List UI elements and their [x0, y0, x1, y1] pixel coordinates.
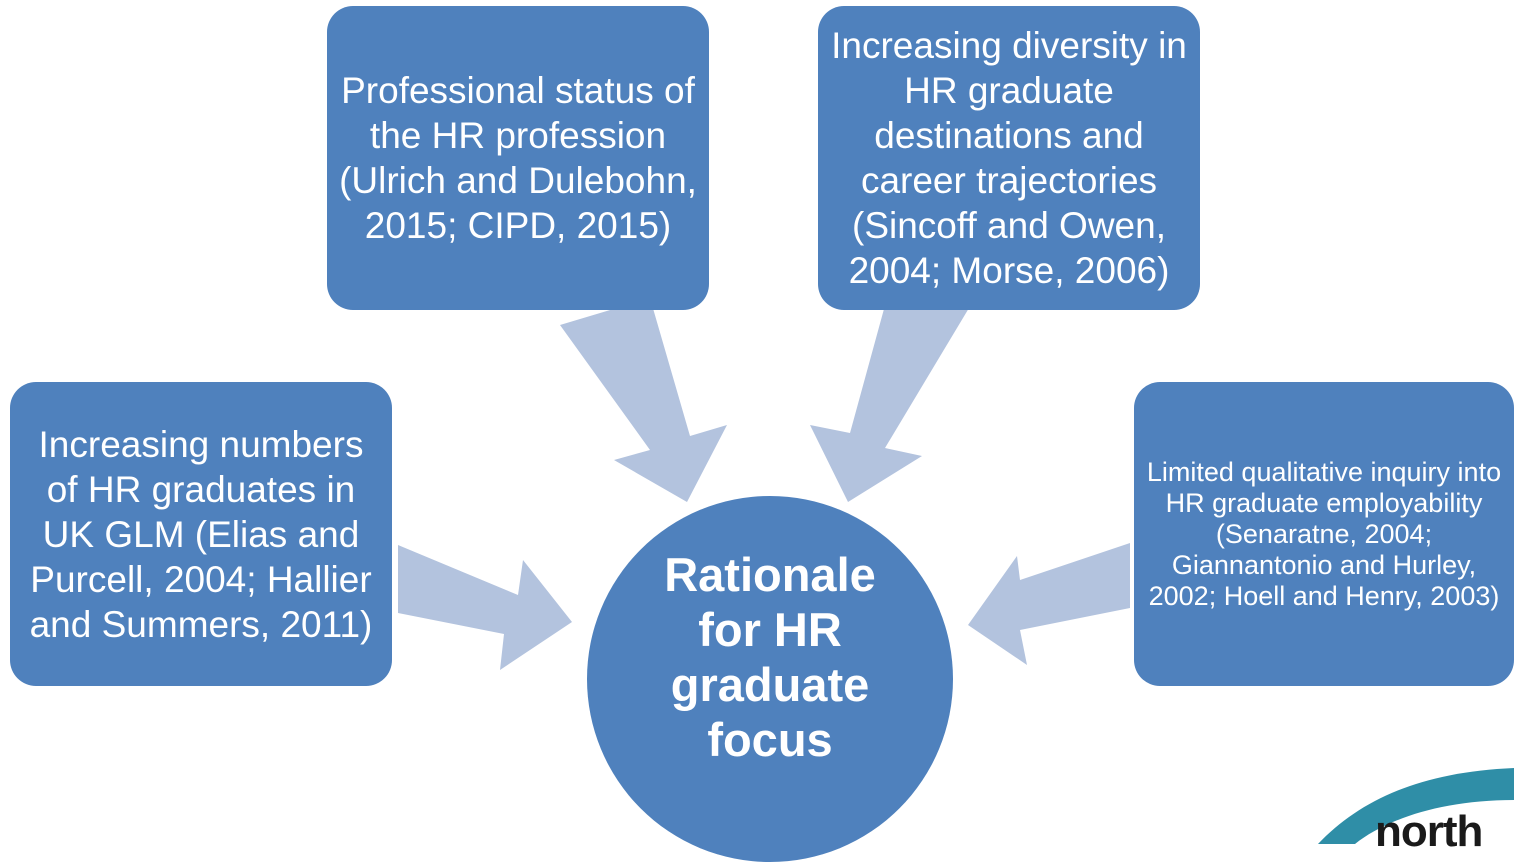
center-circle-label: Rationale for HR graduate focus	[664, 548, 876, 766]
arrow-top-right	[810, 298, 975, 502]
arrow-right	[968, 543, 1130, 665]
factor-box-professional-status: Professional status of the HR profession…	[327, 6, 709, 310]
factor-box-qualitative-inquiry-text: Limited qualitative inquiry into HR grad…	[1146, 456, 1502, 611]
factor-box-professional-status-text: Professional status of the HR profession…	[339, 70, 697, 246]
arrow-top-left	[560, 298, 727, 502]
factor-box-graduate-numbers-text: Increasing numbers of HR graduates in UK…	[29, 423, 373, 645]
factor-box-qualitative-inquiry: Limited qualitative inquiry into HR grad…	[1134, 382, 1514, 686]
logo-swoosh	[1318, 768, 1514, 844]
factor-box-graduate-numbers: Increasing numbers of HR graduates in UK…	[10, 382, 392, 686]
logo-text: north	[1375, 807, 1483, 856]
center-circle: Rationale for HR graduate focus	[587, 496, 953, 862]
factor-box-destination-diversity-text: Increasing diversity in HR graduate dest…	[831, 25, 1187, 291]
factor-box-destination-diversity: Increasing diversity in HR graduate dest…	[818, 6, 1200, 310]
arrows-layer	[398, 298, 1130, 670]
arrow-left	[398, 545, 572, 670]
